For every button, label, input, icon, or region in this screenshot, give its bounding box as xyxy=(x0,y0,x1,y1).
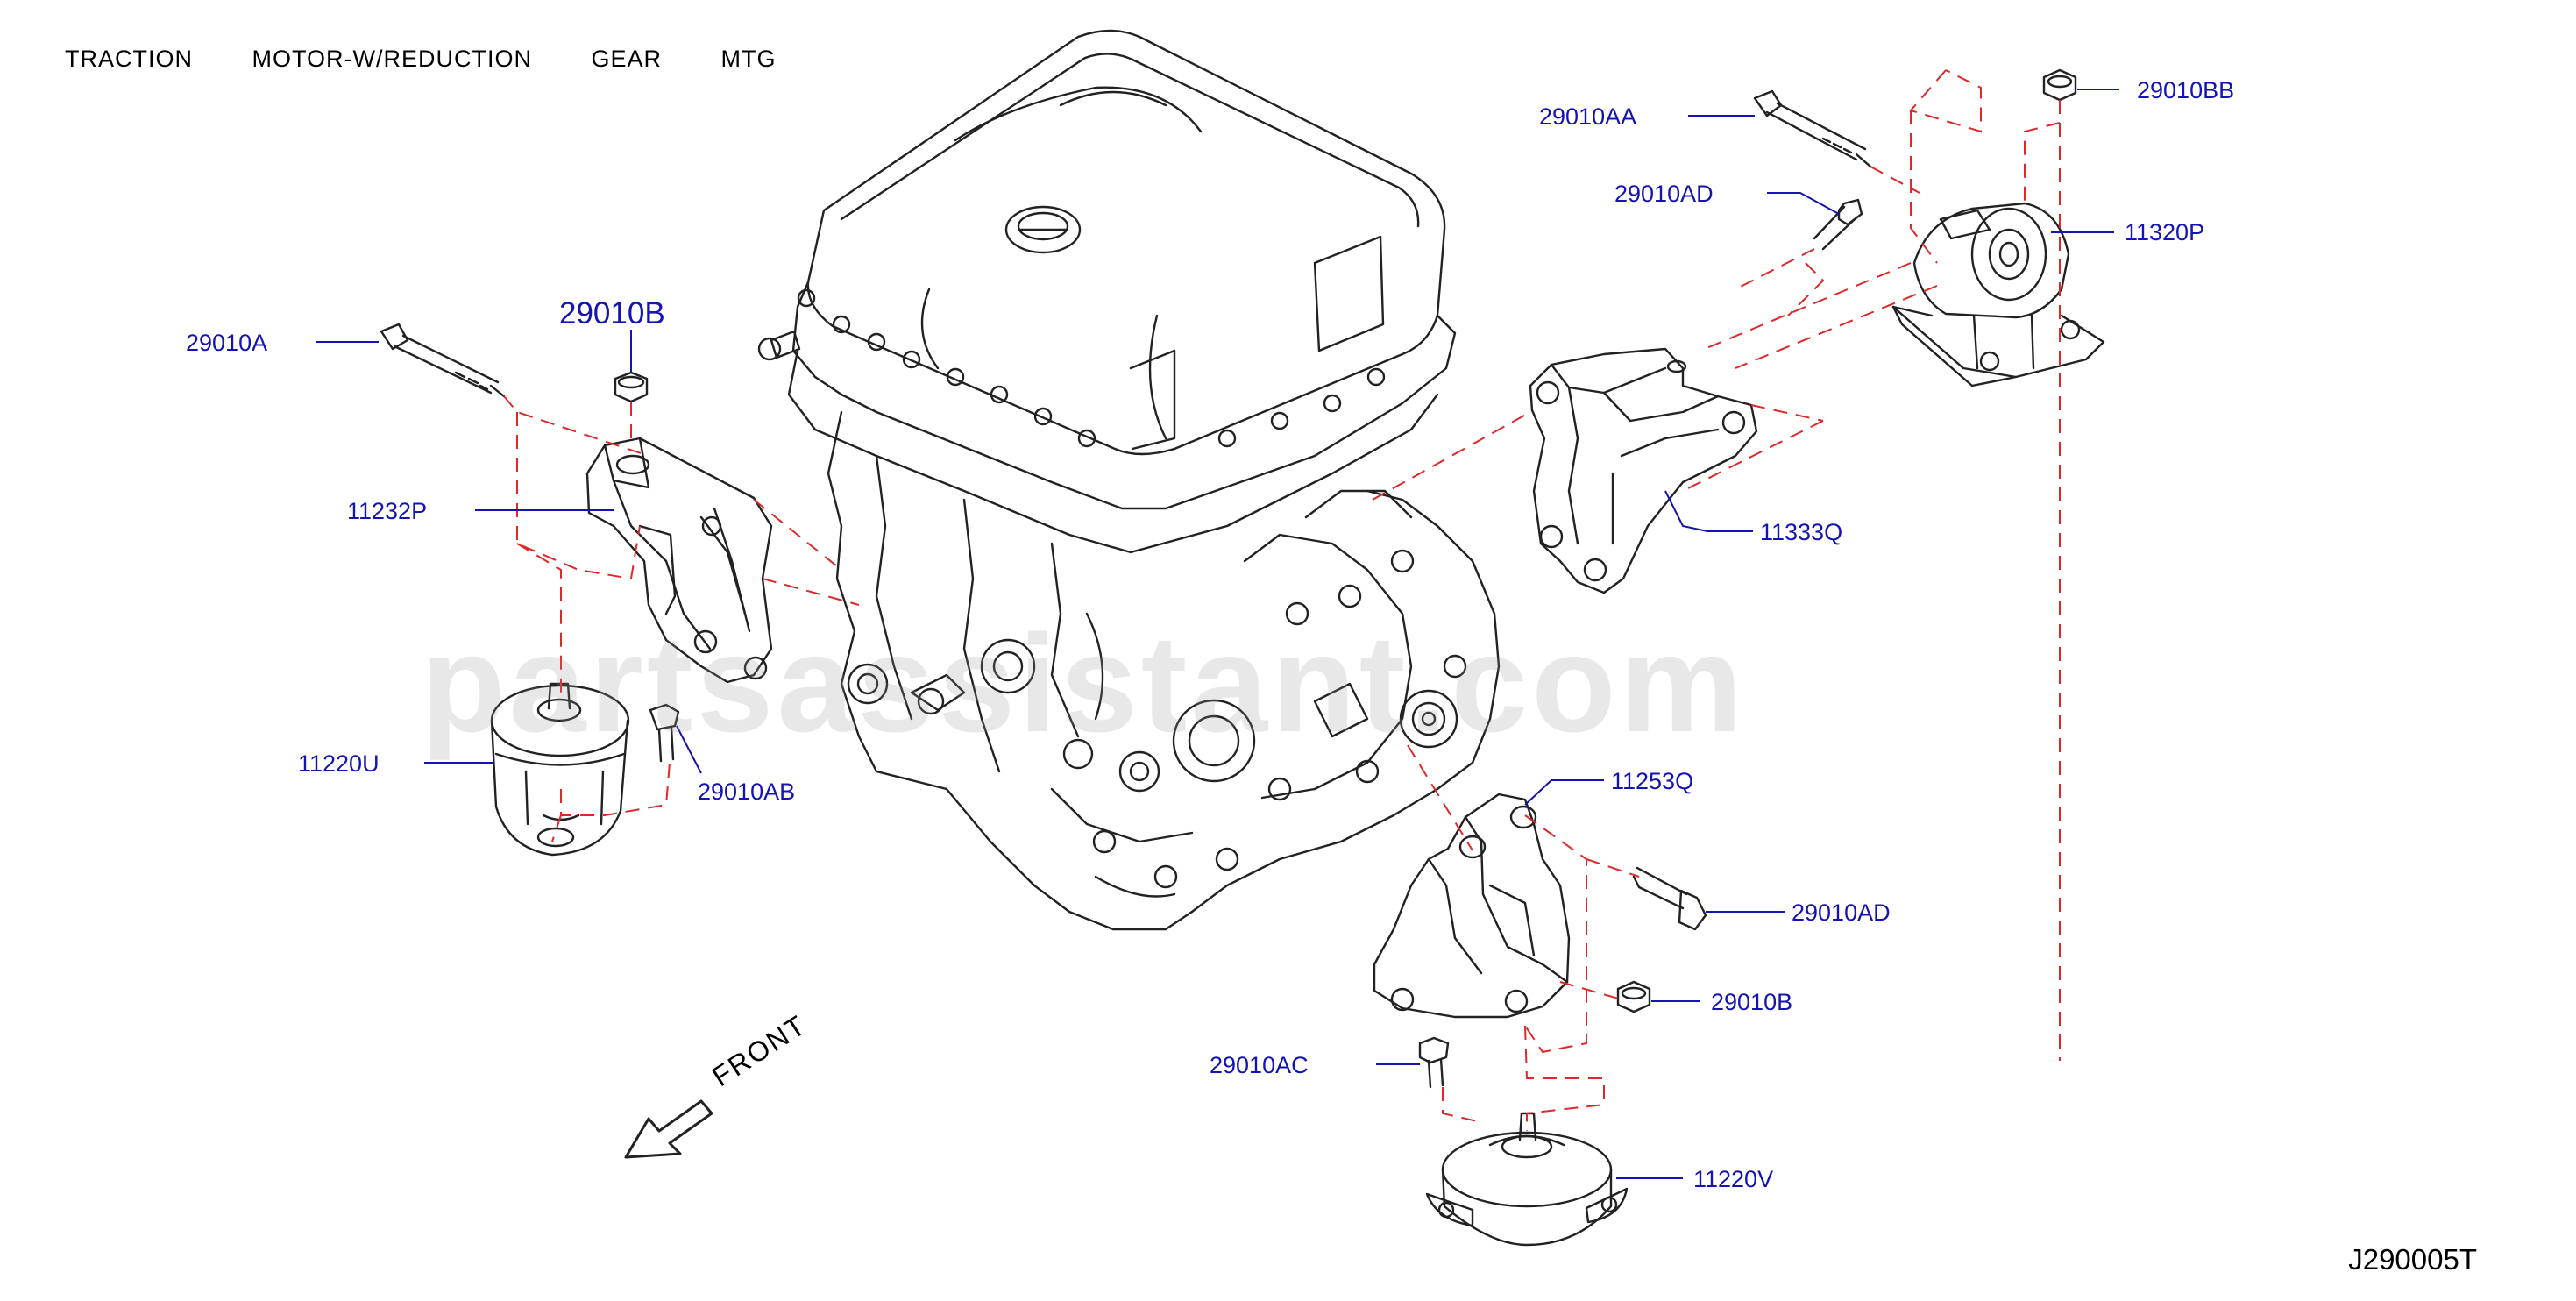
bracket-11253Q xyxy=(1373,793,1571,1019)
callout-29010BB[interactable]: 29010BB xyxy=(2137,77,2235,103)
callout-11220U[interactable]: 11220U xyxy=(298,750,380,777)
callout-11333Q[interactable]: 11333Q xyxy=(1760,519,1843,545)
diagram-title: TRACTION MOTOR-W/REDUCTION GEAR MTG xyxy=(65,46,777,72)
callout-29010AB[interactable]: 29010AB xyxy=(698,778,796,805)
bolt-29010AD-top xyxy=(1813,198,1863,251)
callout-11253Q[interactable]: 11253Q xyxy=(1611,768,1694,794)
watermark-text: partsassistant.com xyxy=(421,607,1747,761)
callout-leader-lines xyxy=(316,89,2119,1179)
callout-29010B-top[interactable]: 29010B xyxy=(559,296,665,331)
callout-29010B-bottom[interactable]: 29010B xyxy=(1711,989,1793,1015)
callout-29010AA[interactable]: 29010AA xyxy=(1539,103,1637,130)
callout-29010AC[interactable]: 29010AC xyxy=(1210,1052,1309,1078)
diagram-code: J290005T xyxy=(2348,1243,2477,1276)
callout-11232P[interactable]: 11232P xyxy=(347,498,428,524)
bracket-11232P xyxy=(585,437,773,684)
bolt-29010A xyxy=(380,323,506,398)
callout-29010AD-top[interactable]: 29010AD xyxy=(1614,181,1714,207)
assembly-dashed-lines xyxy=(503,69,2061,1131)
nut-29010B-top xyxy=(614,371,649,403)
insulator-11220V xyxy=(1425,1112,1629,1247)
bolt-29010AC xyxy=(1418,1036,1450,1089)
nut-29010B-bottom xyxy=(1616,980,1651,1013)
callout-11220V[interactable]: 11220V xyxy=(1693,1166,1774,1192)
bracket-11333Q xyxy=(1529,347,1758,594)
bolt-29010AD-bottom xyxy=(1632,866,1707,931)
reduction-gear-housing xyxy=(1190,489,1501,914)
bolt-29010AA xyxy=(1753,89,1872,168)
engine-cover xyxy=(806,29,1446,456)
engine-block xyxy=(827,410,1194,931)
callout-29010A[interactable]: 29010A xyxy=(186,330,268,356)
bolt-29010AB xyxy=(649,703,680,763)
oil-cap xyxy=(1004,205,1082,254)
callout-29010AD-bottom[interactable]: 29010AD xyxy=(1792,899,1891,926)
traction-motor-engine-assembly xyxy=(757,29,1501,931)
callout-11320P[interactable]: 11320P xyxy=(2125,219,2205,245)
nut-29010BB xyxy=(2042,68,2077,102)
mount-11320P xyxy=(1891,202,2105,387)
front-arrow-icon xyxy=(624,1099,713,1159)
